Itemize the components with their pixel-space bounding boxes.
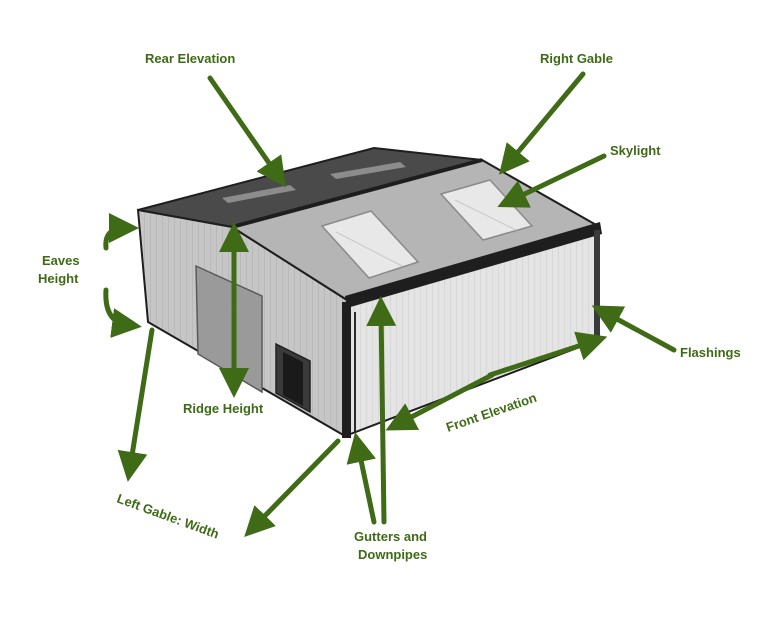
front-elevation-arrow-b: [385, 372, 495, 431]
front-skylight-1: [320, 210, 420, 279]
eaves-height-arrow-top: [103, 213, 139, 251]
front-elevation-label: Front Elevation: [444, 390, 538, 435]
right-gable-arrow: [499, 71, 586, 175]
personnel-door-frame: [283, 352, 303, 406]
gutters-arrow-a: [346, 432, 377, 525]
rear-skylight-1: [222, 185, 296, 203]
annotation-arrows: [103, 71, 677, 538]
eaves-height-label-line1: Eaves: [42, 253, 80, 268]
left-gable-arrow-a: [117, 327, 155, 482]
right-flashing: [594, 230, 600, 342]
flashings-arrow: [591, 305, 677, 353]
gutters-arrow-b: [366, 296, 397, 525]
right-gable-label: Right Gable: [540, 51, 613, 66]
ridge-line: [231, 158, 483, 229]
rear-elevation-label: Rear Elevation: [145, 51, 235, 66]
corner-downpipe: [342, 302, 351, 438]
front-skylight-2: [439, 179, 534, 241]
roller-door: [195, 264, 263, 394]
rear-elevation-arrow: [207, 75, 286, 188]
skylight-label: Skylight: [610, 143, 661, 158]
gutters-label-line2: Downpipes: [358, 547, 427, 562]
left-gable-width-label: Left Gable: Width: [115, 491, 221, 542]
eaves-height-arrow-bottom: [103, 287, 142, 338]
front-elevation-arrow-a: [487, 331, 608, 378]
left-gable-arrow-b: [244, 438, 341, 538]
gutters-label-line1: Gutters and: [354, 529, 427, 544]
front-gutter: [345, 222, 602, 308]
eaves-height-label-line2: Height: [38, 271, 79, 286]
ridge-height-label: Ridge Height: [183, 401, 264, 416]
skylight-arrow: [497, 153, 607, 208]
rear-skylight-2: [330, 162, 406, 179]
flashings-label: Flashings: [680, 345, 741, 360]
